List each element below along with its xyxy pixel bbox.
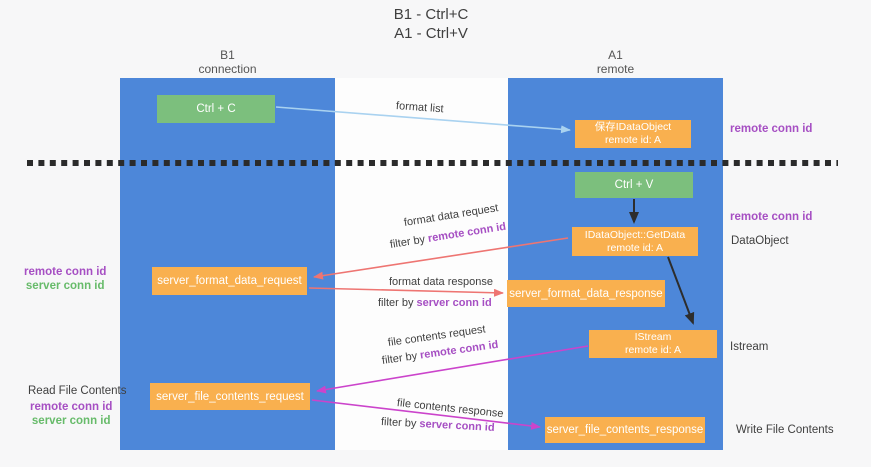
node-ctrl-v: Ctrl + V (575, 172, 693, 198)
lane-header-a1: A1 remote (508, 48, 723, 76)
diagram-title: B1 - Ctrl+C A1 - Ctrl+V (0, 5, 862, 43)
label-write-file-contents: Write File Contents (736, 424, 834, 436)
lane-gap (335, 78, 508, 450)
label-remote-conn-id-left-top: remote conn id (24, 266, 107, 278)
node-save-idataobject: 保存IDataObject remote id: A (575, 120, 691, 148)
server-format-data-request-label: server_format_data_request (157, 275, 302, 287)
filter-prefix: filter by (380, 416, 420, 431)
annotation-format-data-response: format data response (389, 276, 493, 288)
getdata-line2: remote id: A (606, 241, 664, 254)
title-line-1: B1 - Ctrl+C (393, 6, 469, 23)
node-server-format-data-request: server_format_data_request (152, 267, 307, 295)
label-istream: Istream (730, 341, 769, 353)
getdata-line1: IDataObject::GetData (584, 228, 686, 241)
left-conn-id-block-top: remote conn id server conn id (24, 266, 106, 293)
label-server-conn-id-left-bottom: server conn id (31, 414, 111, 427)
node-server-file-contents-request: server_file_contents_request (150, 383, 310, 410)
istream-line2: remote id: A (624, 344, 682, 356)
save-idataobject-line2: remote id: A (604, 134, 662, 146)
label-remote-conn-id-top-right: remote conn id (730, 123, 813, 135)
ctrl-v-label: Ctrl + V (614, 179, 654, 191)
server-file-contents-request-label: server_file_contents_request (156, 390, 304, 403)
label-server-conn-id-left-top: server conn id (25, 279, 105, 292)
lane-header-b1: B1 connection (120, 48, 335, 76)
server-file-contents-response-label: server_file_contents_response (546, 424, 704, 436)
left-conn-id-block-bottom: remote conn id server conn id (30, 401, 112, 428)
node-ctrl-c: Ctrl + C (157, 95, 275, 123)
lane-b1-name: B1 (220, 48, 235, 62)
node-server-format-data-response: server_format_data_response (507, 280, 665, 307)
istream-line1: IStream (634, 331, 672, 343)
filter-key-server-conn-id: server conn id (416, 297, 492, 309)
node-server-file-contents-response: server_file_contents_response (545, 417, 705, 443)
ctrl-c-label: Ctrl + C (196, 103, 236, 115)
filter-prefix: filter by (378, 297, 417, 309)
annotation-filter-server-1: filter by server conn id (378, 297, 492, 309)
server-format-data-response-label: server_format_data_response (509, 287, 663, 300)
node-idataobject-getdata: IDataObject::GetData remote id: A (572, 227, 698, 256)
save-idataobject-line1: 保存IDataObject (594, 121, 672, 133)
lane-a1-subtitle: remote (596, 62, 635, 76)
lane-b1-subtitle: connection (198, 62, 257, 76)
label-remote-conn-id-mid-right: remote conn id (730, 211, 813, 223)
lane-a1-name: A1 (608, 48, 623, 62)
node-istream: IStream remote id: A (589, 330, 717, 358)
title-line-2: A1 - Ctrl+V (394, 25, 468, 42)
label-dataobject: DataObject (731, 235, 789, 247)
label-read-file-contents: Read File Contents (28, 385, 127, 397)
label-remote-conn-id-left-bottom: remote conn id (30, 401, 113, 413)
